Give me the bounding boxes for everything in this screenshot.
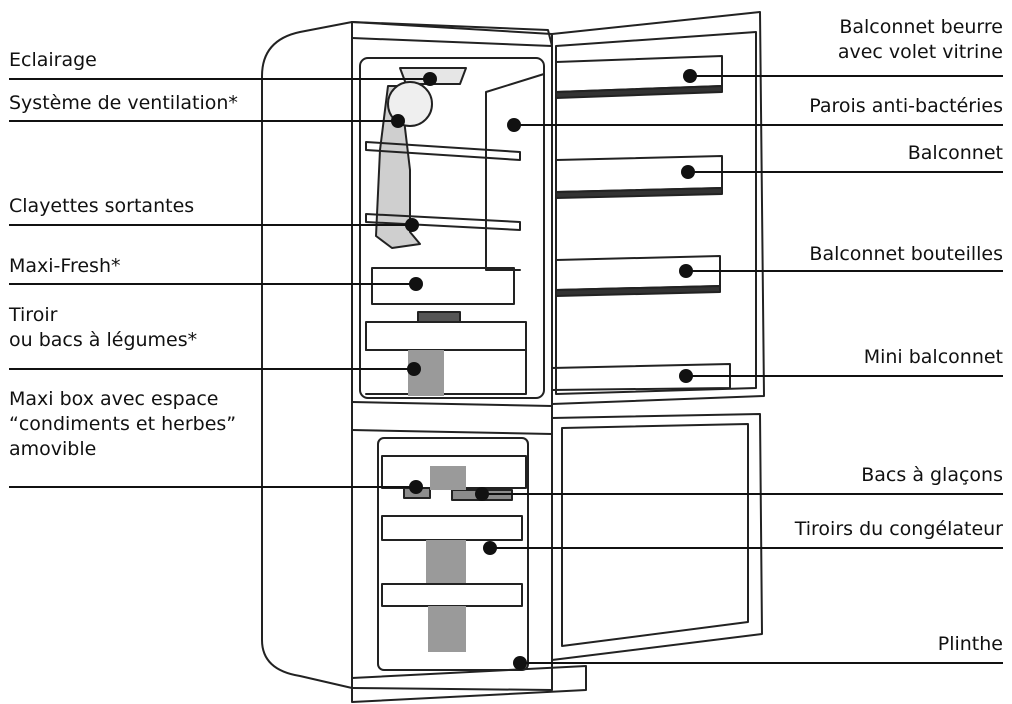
label-balconnet: Balconnet (907, 142, 1003, 164)
maxi-fresh-drawer (371, 267, 515, 305)
label-eclairage: Eclairage (9, 49, 97, 71)
callout-dot-eclairage (423, 72, 437, 86)
freezer-divider-top (430, 466, 466, 490)
label-parois: Parois anti-bactéries (809, 95, 1003, 117)
callout-dot-plinthe (513, 656, 527, 670)
callout-dot-beurre (683, 69, 697, 83)
door-shelf-butter-lip (555, 85, 723, 99)
vegetable-drawer-handle (417, 311, 461, 323)
label-plinthe: Plinthe (937, 633, 1003, 655)
label-balconnet-beurre: Balconnet beurre avec volet vitrine (837, 16, 1003, 63)
door-shelf-bottles-lip (555, 285, 721, 297)
callout-dot-maxibox (409, 480, 423, 494)
label-maxi-fresh: Maxi-Fresh* (9, 255, 121, 277)
vegetable-drawer-lower (365, 349, 527, 395)
label-ventilation: Système de ventilation* (9, 92, 238, 114)
shelf-top (365, 141, 521, 161)
freezer-door (551, 413, 763, 661)
plinth (351, 665, 587, 703)
freezer-compartment (377, 437, 529, 671)
callout-dot-glacons (475, 487, 489, 501)
compartment-divider (351, 401, 553, 435)
top-trim (351, 21, 553, 47)
freezer-door-inner (561, 423, 749, 647)
callout-dot-mini (679, 369, 693, 383)
callout-dot-maxifresh (409, 277, 423, 291)
label-tiroirs-congelateur: Tiroirs du congélateur (794, 518, 1003, 540)
door-shelf-mini (551, 363, 731, 391)
freezer-drawer-3 (381, 583, 523, 607)
cabinet-outline (261, 21, 353, 689)
callout-dot-parois (507, 118, 521, 132)
fridge-door-inner (555, 31, 757, 395)
callout-dot-balconnet (681, 165, 695, 179)
freezer-drawer-2 (381, 515, 523, 541)
door-shelf-bottles (555, 255, 721, 291)
fridge-door (551, 11, 765, 405)
label-tiroir: Tiroir ou bacs à légumes* (9, 304, 198, 351)
label-maxi-box: Maxi box avec espace “condiments et herb… (9, 388, 237, 460)
freezer-drawer-1 (381, 455, 527, 489)
shelf-middle (365, 213, 521, 231)
label-mini-balconnet: Mini balconnet (863, 346, 1003, 368)
callout-dot-bouteilles (679, 264, 693, 278)
callout-dot-congelateur (483, 541, 497, 555)
freezer-divider-1 (426, 540, 466, 584)
label-bacs-glacons: Bacs à glaçons (861, 464, 1003, 486)
door-shelf-1-lip (555, 187, 723, 199)
callout-dot-tiroir (407, 362, 421, 376)
label-balconnet-bouteilles: Balconnet bouteilles (809, 243, 1003, 265)
freezer-divider-2 (428, 606, 466, 652)
callout-dot-clayettes (405, 218, 419, 232)
fridge-back-wall (485, 73, 545, 271)
callout-dot-ventilation (391, 114, 405, 128)
label-clayettes: Clayettes sortantes (9, 195, 195, 217)
door-shelf-1 (555, 155, 723, 193)
vegetable-drawer (365, 321, 527, 351)
fridge-compartment (359, 57, 545, 399)
